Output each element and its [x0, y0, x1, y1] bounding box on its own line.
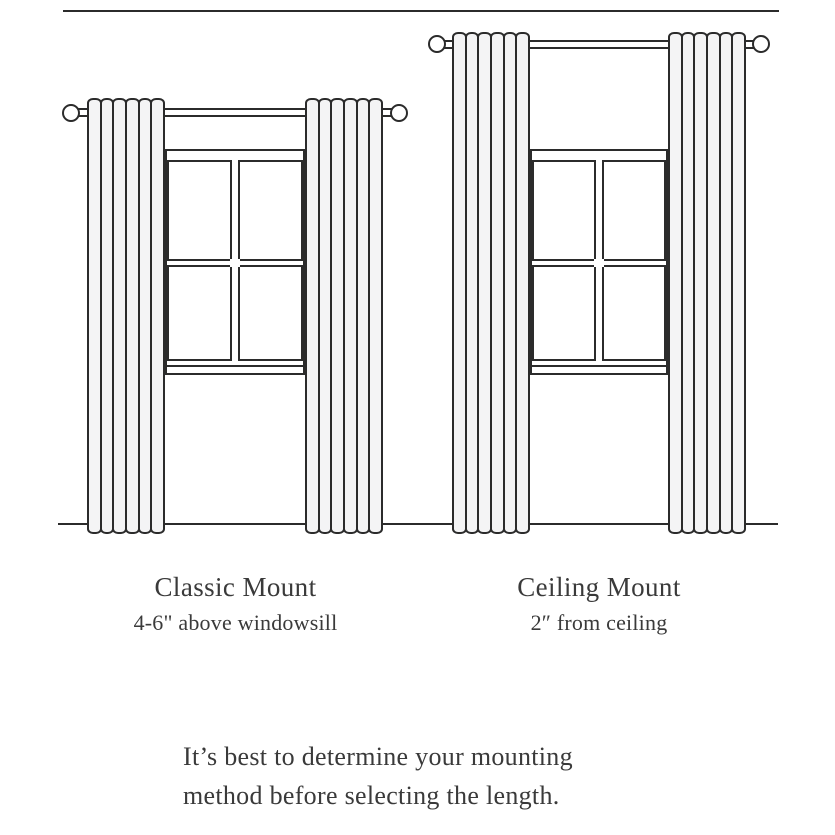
curtain-fold — [731, 32, 747, 534]
ceiling-line — [63, 10, 779, 12]
rod-finial-left — [428, 35, 446, 53]
classic-mount-subtitle: 4-6" above windowsill — [133, 610, 338, 635]
window-mullion-horizontal-right — [240, 259, 303, 267]
window-mullion-horizontal-left — [167, 259, 230, 267]
curtain-panel-left — [452, 32, 531, 534]
window-sash — [167, 160, 303, 361]
floor-line — [58, 523, 778, 525]
curtain-panel-right — [668, 32, 747, 534]
window-mullion-vertical-lower — [230, 267, 240, 361]
mounting-note-line-2: method before selecting the length. — [183, 781, 560, 810]
curtain-fold — [368, 98, 384, 534]
curtain-fold — [515, 32, 531, 534]
rod-finial-left — [62, 104, 80, 122]
ceiling-mount-label: Ceiling Mount 2″ from ceiling — [428, 572, 770, 635]
windowsill-line — [165, 365, 305, 367]
classic-mount-title: Classic Mount — [154, 572, 317, 602]
window-mullion-horizontal-left — [532, 259, 594, 267]
window-mullion-horizontal-right — [604, 259, 666, 267]
mounting-note: It’s best to determine your mounting met… — [183, 737, 573, 815]
classic-mount-label: Classic Mount 4-6" above windowsill — [63, 572, 408, 635]
rod-finial-right — [752, 35, 770, 53]
mounting-note-line-1: It’s best to determine your mounting — [183, 742, 573, 771]
windowsill-line — [530, 365, 668, 367]
window-mullion-vertical-upper — [230, 160, 240, 259]
window — [165, 149, 305, 375]
window-sash — [532, 160, 666, 361]
curtain-panel-left — [87, 98, 166, 534]
curtain-panel-right — [305, 98, 384, 534]
ceiling-mount-title: Ceiling Mount — [517, 572, 681, 602]
curtain-rod — [444, 40, 754, 49]
curtain-rod — [78, 108, 392, 117]
window — [530, 149, 668, 375]
curtain-fold — [150, 98, 166, 534]
rod-finial-right — [390, 104, 408, 122]
window-mullion-vertical-lower — [594, 267, 604, 361]
window-mullion-vertical-upper — [594, 160, 604, 259]
ceiling-mount-subtitle: 2″ from ceiling — [530, 610, 668, 635]
